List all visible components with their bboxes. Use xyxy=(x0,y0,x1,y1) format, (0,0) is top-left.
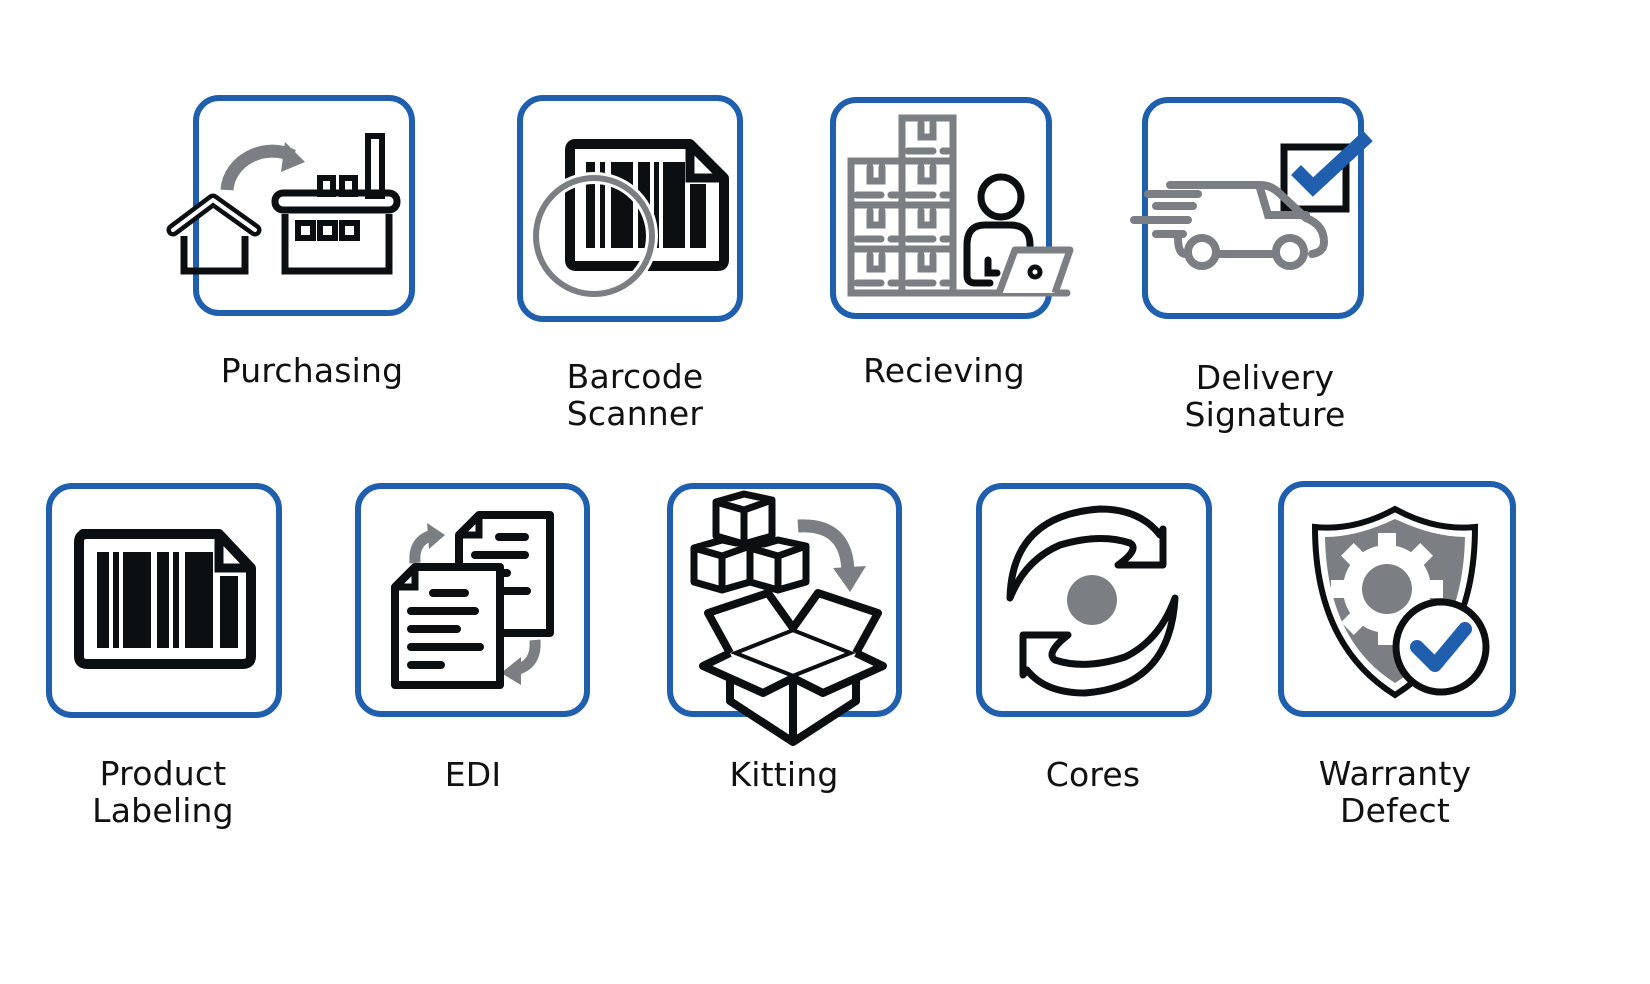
barcode-magnifier-icon xyxy=(530,139,729,300)
label-line: Barcode xyxy=(566,357,704,396)
label-line: Cores xyxy=(1045,755,1141,794)
label-line: Labeling xyxy=(92,791,234,830)
label-warranty-defect: Warranty Defect xyxy=(1319,755,1472,829)
label-purchasing: Purchasing xyxy=(221,352,404,389)
cycle-arrows-icon xyxy=(1006,505,1179,697)
label-line: Defect xyxy=(1340,791,1450,830)
label-product-labeling: Product Labeling xyxy=(92,755,234,829)
house-to-factory-icon xyxy=(166,133,401,275)
label-line: Delivery xyxy=(1195,358,1335,397)
document-exchange-icon xyxy=(391,511,554,689)
label-barcode-scanner: Barcode Scanner xyxy=(567,358,704,432)
barcode-label-icon xyxy=(74,529,256,669)
label-line: Signature xyxy=(1184,395,1346,434)
label-edi: EDI xyxy=(445,756,502,793)
label-cores: Cores xyxy=(1046,756,1141,793)
label-kitting: Kitting xyxy=(729,756,838,793)
label-line: Product xyxy=(99,754,227,793)
label-delivery-signature: Delivery Signature xyxy=(1185,359,1346,433)
boxes-into-box-icon xyxy=(690,490,887,746)
label-receiving: Recieving xyxy=(863,352,1025,389)
label-line: Recieving xyxy=(863,351,1025,390)
label-line: Scanner xyxy=(566,394,704,433)
label-line: EDI xyxy=(444,755,502,794)
boxes-person-laptop-icon xyxy=(847,114,1074,297)
shield-gear-check-icon xyxy=(1311,505,1490,699)
label-line: Warranty xyxy=(1318,754,1472,793)
label-line: Kitting xyxy=(729,755,839,794)
label-line: Purchasing xyxy=(220,351,404,390)
van-checkbox-icon xyxy=(1130,130,1373,270)
